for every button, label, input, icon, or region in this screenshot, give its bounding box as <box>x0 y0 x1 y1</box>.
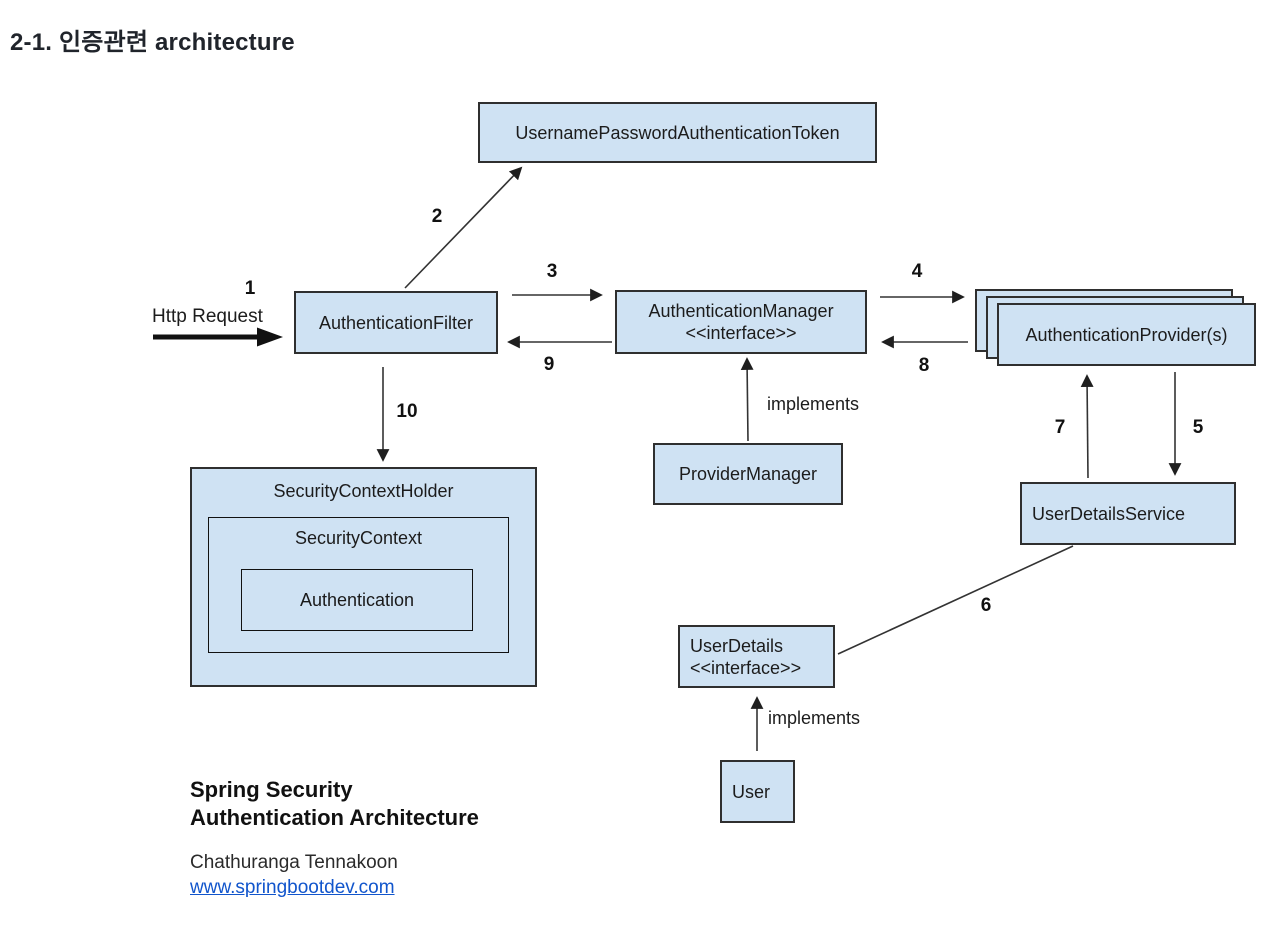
step-1-label: 1 <box>244 278 256 299</box>
node-label: UserDetails <box>690 635 784 656</box>
footer-caption-line1: Spring Security <box>190 777 353 802</box>
node-label: AuthenticationProvider(s) <box>1025 324 1228 345</box>
node-label: AuthenticationManager <box>648 301 834 321</box>
footer-caption: Spring Security Authentication Architect… <box>190 776 479 832</box>
node-stereotype: <<interface>> <box>690 657 802 678</box>
connector-step-6 <box>837 545 1074 655</box>
node-provider-manager: ProviderManager <box>653 443 843 505</box>
node-user: User <box>720 760 795 823</box>
node-authentication: Authentication <box>241 569 473 631</box>
node-label: Authentication <box>299 589 415 610</box>
node-authentication-providers: AuthenticationProvider(s) <box>997 303 1256 366</box>
step-2-label: 2 <box>431 206 443 227</box>
step-6-label: 6 <box>980 595 992 616</box>
step-7-label: 7 <box>1054 417 1066 438</box>
node-authentication-filter: AuthenticationFilter <box>294 291 498 354</box>
footer-caption-line2: Authentication Architecture <box>190 805 479 830</box>
node-user-details: UserDetails <<interface>> <box>678 625 835 688</box>
node-security-context: SecurityContext Authentication <box>208 517 509 653</box>
step-10-label: 10 <box>396 401 418 422</box>
step-3-label: 3 <box>546 261 558 282</box>
arrow-step-2 <box>404 166 523 289</box>
implements-label-bottom: implements <box>768 708 861 728</box>
node-label: UsernamePasswordAuthenticationToken <box>515 122 840 143</box>
arrow-implements-provider-manager <box>740 357 754 442</box>
node-stereotype: <<interface>> <box>685 323 797 343</box>
step-5-label: 5 <box>1192 417 1204 438</box>
node-user-details-service: UserDetailsService <box>1020 482 1236 545</box>
arrow-step-7 <box>1080 374 1094 479</box>
node-label: User <box>732 781 771 802</box>
node-label: ProviderManager <box>678 464 818 484</box>
arrow-http-request-head <box>257 327 283 347</box>
implements-label-top: implements <box>767 394 860 414</box>
node-security-context-holder: SecurityContextHolder SecurityContext Au… <box>190 467 537 687</box>
node-label: UserDetailsService <box>1032 503 1186 524</box>
node-label: SecurityContextHolder <box>273 481 454 501</box>
step-9-label: 9 <box>543 354 555 375</box>
node-username-password-authentication-token: UsernamePasswordAuthenticationToken <box>478 102 877 163</box>
footer-author: Chathuranga Tennakoon <box>190 852 398 873</box>
page-title: 2-1. 인증관련 architecture <box>10 29 295 56</box>
step-4-label: 4 <box>911 261 923 282</box>
node-authentication-manager: AuthenticationManager <<interface>> <box>615 290 867 354</box>
http-request-label: Http Request <box>152 306 263 327</box>
footer-link[interactable]: www.springbootdev.com <box>190 877 395 898</box>
node-label: AuthenticationFilter <box>318 312 474 333</box>
node-label: SecurityContext <box>294 528 423 548</box>
step-8-label: 8 <box>918 355 930 376</box>
